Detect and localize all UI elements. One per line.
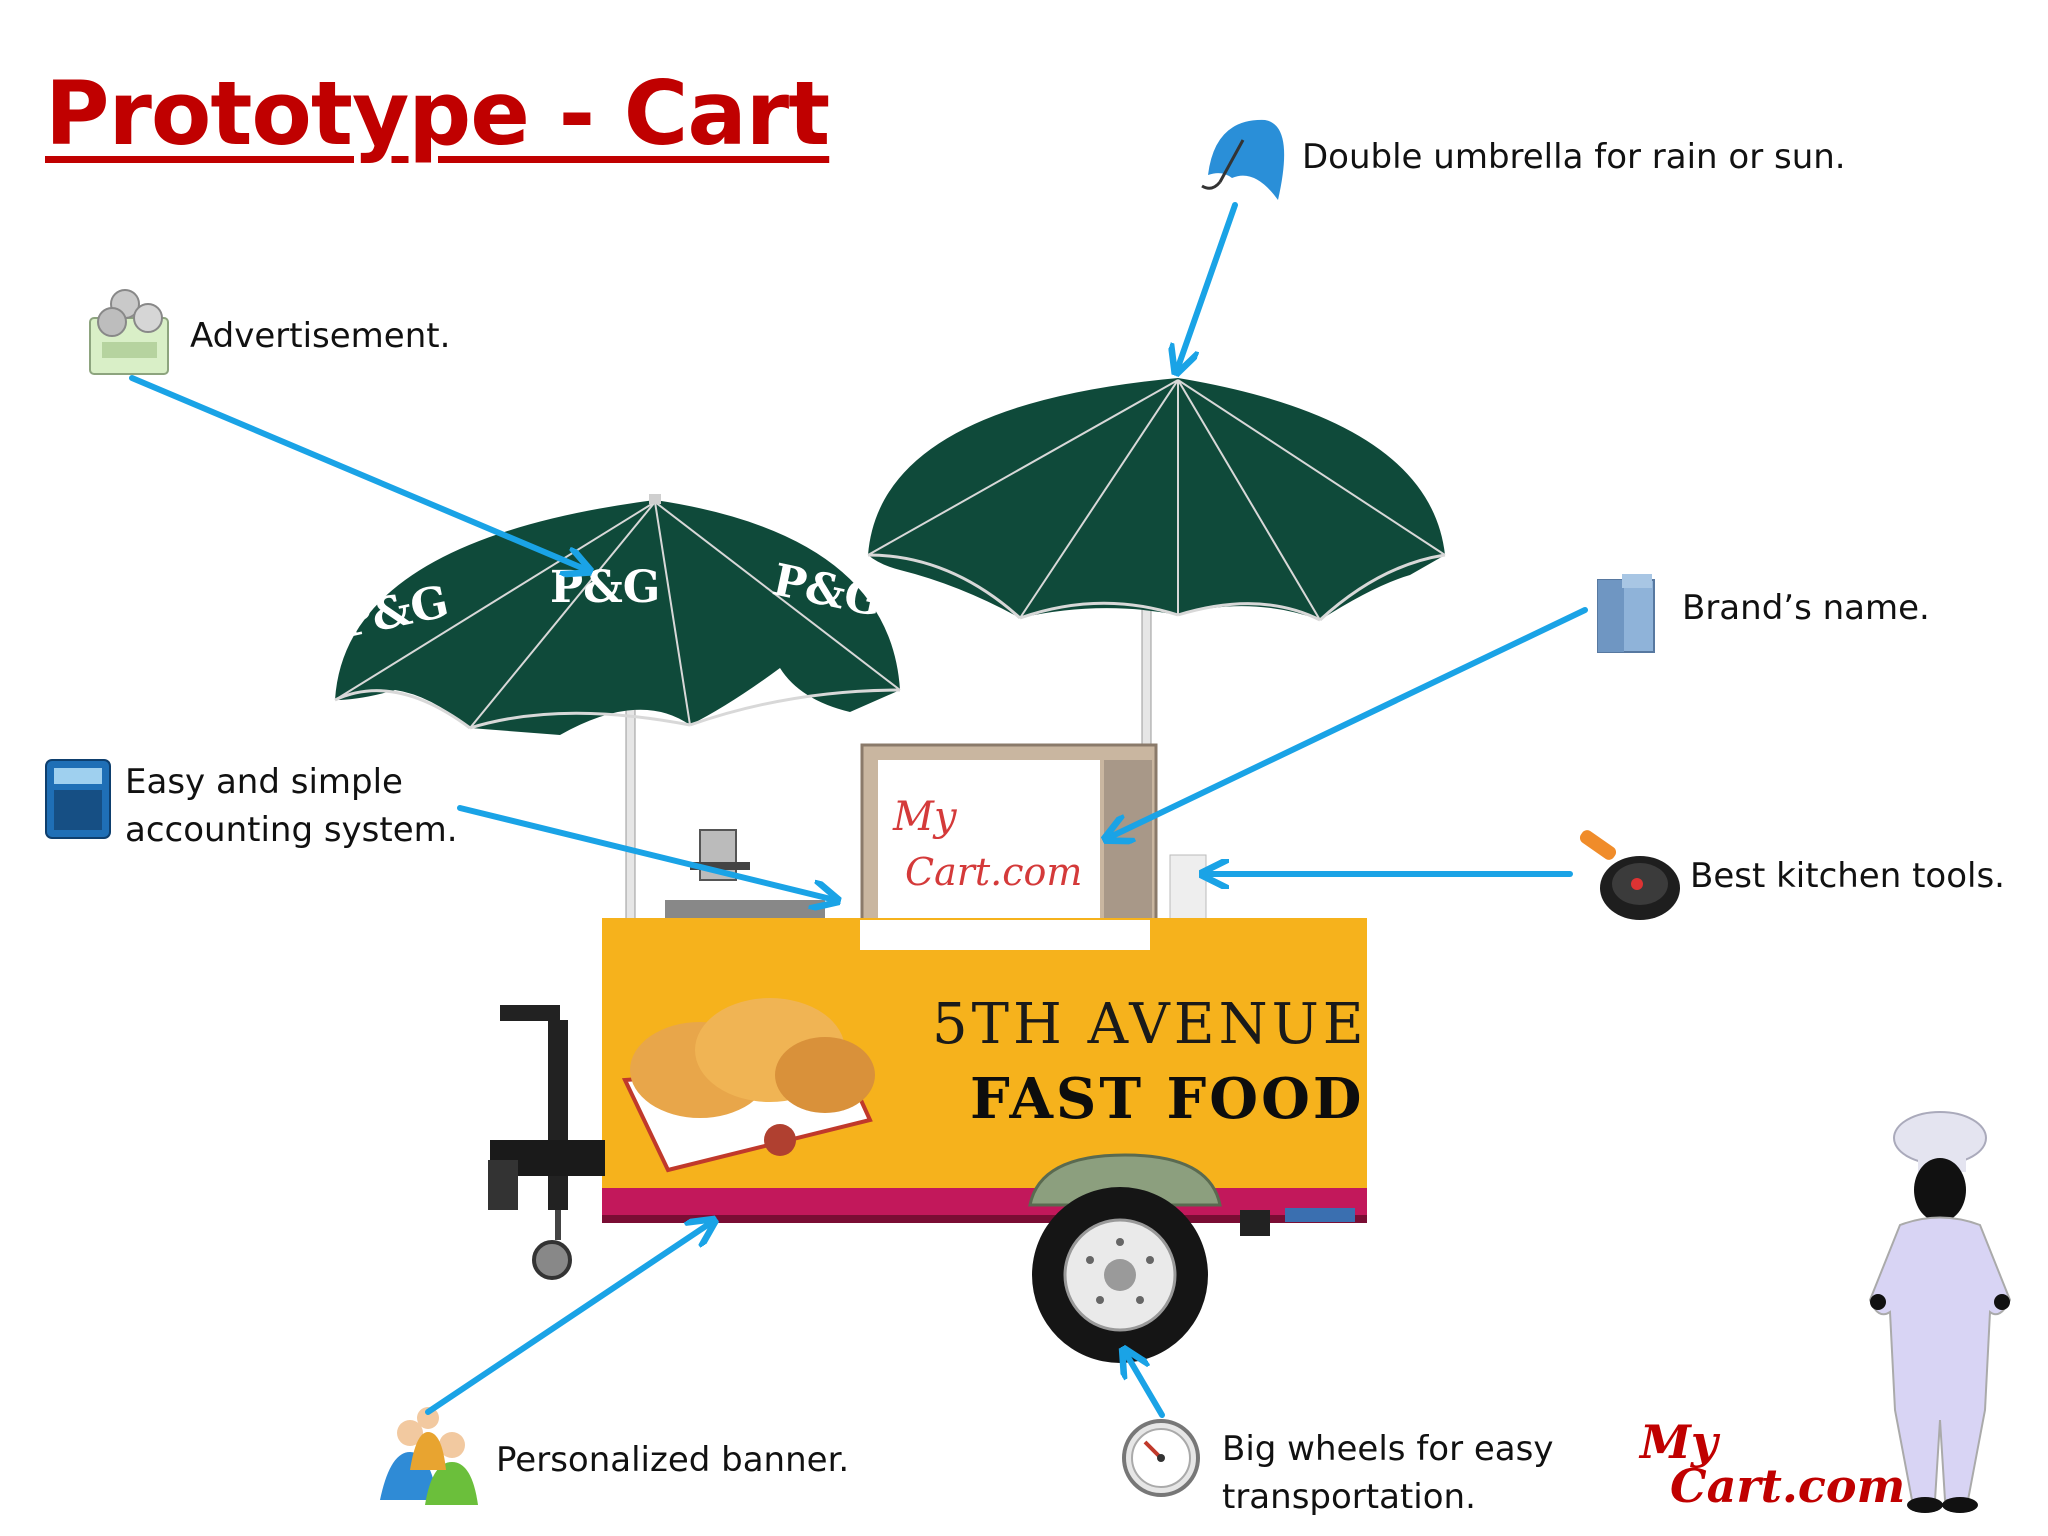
license-sticker <box>1285 1208 1355 1222</box>
calculator-icon <box>45 759 111 839</box>
brand-name-label: Brand’s name. <box>1682 588 1930 628</box>
fender <box>1028 1153 1222 1207</box>
advertisement-arrow <box>129 375 587 570</box>
banner-line-1: 5TH AVENUE <box>932 992 1368 1057</box>
accounting-label-line1: Easy and simple <box>125 762 403 802</box>
banner-line-2: FAST FOOD <box>970 1066 1364 1132</box>
umbrella-label: Double umbrella for rain or sun. <box>1302 137 1846 177</box>
sign-text-my: My <box>892 794 958 840</box>
people-icon <box>380 1407 478 1505</box>
umbrella-arrow <box>1177 202 1238 370</box>
wheels-label-line2: transportation. <box>1222 1477 1476 1517</box>
chef-figure <box>1868 1111 2012 1513</box>
accounting-arrow <box>457 805 835 900</box>
right-umbrella <box>867 378 1446 622</box>
page-title: Prototype - Cart <box>45 62 830 165</box>
footer-brand-cartcom: Cart.com <box>1670 1459 1906 1513</box>
umbrella-logo-center: P&G <box>550 562 660 613</box>
trailer-hitch <box>488 1005 605 1280</box>
frying-pan-icon <box>1579 830 1680 920</box>
food-tray-image <box>621 998 875 1173</box>
umbrella-icon <box>1201 119 1285 200</box>
cart-wheel <box>1032 1187 1208 1363</box>
money-icon <box>89 289 169 375</box>
wheels-label-line1: Big wheels for easy <box>1222 1429 1554 1469</box>
brand-box-icon <box>1597 574 1655 653</box>
footer-brand-my: My <box>1640 1415 1718 1469</box>
sign-text-cartcom: Cart.com <box>905 850 1082 894</box>
brand-name-arrow <box>1108 607 1588 838</box>
left-umbrella <box>334 494 901 735</box>
banner-label: Personalized banner. <box>496 1440 850 1480</box>
gauge-icon <box>1122 1419 1200 1497</box>
wheels-arrow <box>1125 1352 1165 1418</box>
accounting-label-line2: accounting system. <box>125 810 458 850</box>
advertisement-label: Advertisement. <box>190 316 451 356</box>
kitchen-tools-label: Best kitchen tools. <box>1690 856 2005 896</box>
banner-arrow <box>425 1222 712 1415</box>
tail-light <box>1240 1210 1270 1236</box>
